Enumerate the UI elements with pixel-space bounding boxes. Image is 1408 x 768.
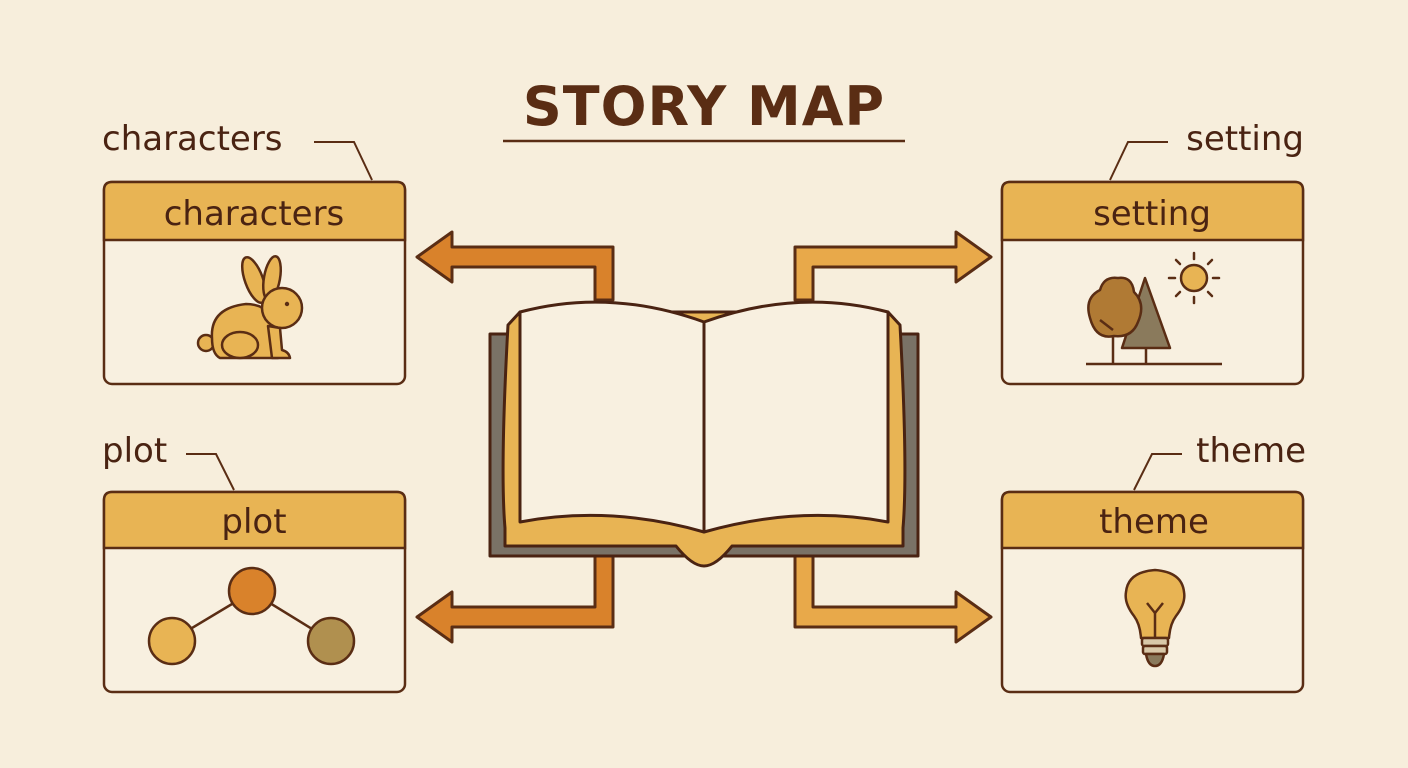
characters-callout-label: characters	[102, 119, 283, 159]
book-left-page	[518, 300, 706, 534]
setting-node: setting setting	[1000, 119, 1305, 386]
theme-callout-label: theme	[1196, 431, 1306, 471]
arrow-to-setting	[793, 230, 993, 302]
lightbulb-icon	[1124, 568, 1186, 668]
arrow-to-theme	[793, 553, 993, 644]
theme-header-bar	[1000, 490, 1305, 550]
setting-callout-leader	[1109, 141, 1168, 181]
connector-arrows	[415, 230, 993, 644]
plot-callout-label: plot	[102, 431, 167, 471]
setting-header-label: setting	[1093, 194, 1211, 234]
characters-node: characters characters	[102, 119, 407, 386]
arrow-to-plot	[415, 553, 615, 644]
characters-header-label: characters	[164, 194, 345, 234]
setting-callout-label: setting	[1186, 119, 1304, 159]
theme-node: theme theme	[1000, 431, 1306, 694]
book-right-page	[702, 300, 890, 534]
connected-circles-icon	[147, 566, 356, 666]
plot-header-label: plot	[221, 502, 286, 542]
plot-node: plot plot	[102, 431, 407, 694]
characters-header-bar	[102, 180, 407, 242]
characters-callout-leader	[314, 141, 373, 181]
theme-header-label: theme	[1099, 502, 1209, 542]
plot-callout-leader	[186, 453, 235, 491]
trees-and-sun-icon	[1086, 251, 1222, 366]
open-book-icon	[488, 300, 920, 568]
arrow-to-characters	[415, 230, 615, 302]
plot-header-bar	[102, 490, 407, 550]
setting-header-bar	[1000, 180, 1305, 242]
theme-callout-leader	[1133, 453, 1182, 491]
page-title: STORY MAP	[523, 75, 885, 138]
rabbit-icon	[196, 255, 304, 360]
